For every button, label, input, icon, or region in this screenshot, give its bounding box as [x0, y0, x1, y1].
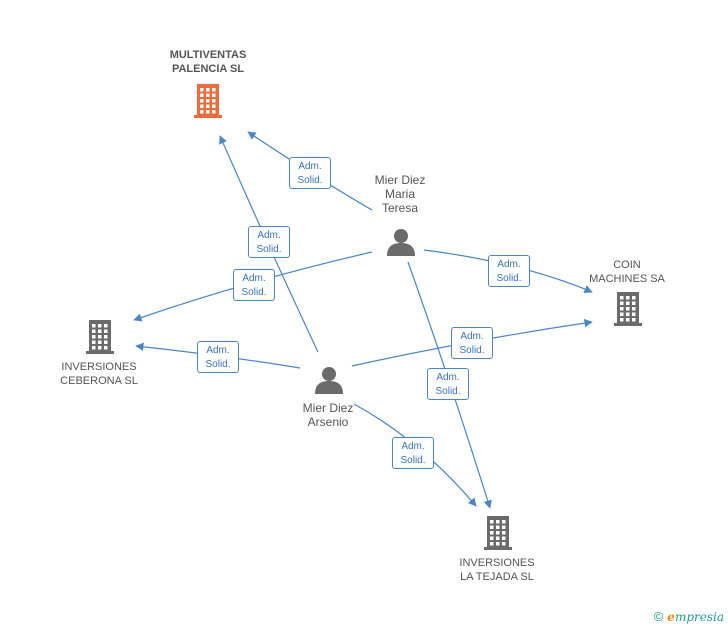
person-icon[interactable]: [315, 366, 343, 399]
edge-label[interactable]: Adm. Solid.: [233, 269, 275, 301]
edge-label[interactable]: Adm. Solid.: [488, 255, 530, 287]
building-icon[interactable]: [614, 292, 642, 331]
node-label-tejada[interactable]: INVERSIONES LA TEJADA SL: [459, 557, 535, 583]
node-label-coin[interactable]: COIN MACHINES SA: [589, 259, 665, 285]
edge-label[interactable]: Adm. Solid.: [451, 327, 493, 359]
node-label-multiventas[interactable]: MULTIVENTAS PALENCIA SL: [169, 49, 247, 75]
person-icon[interactable]: [387, 228, 415, 261]
node-label-arsenio[interactable]: Mier Diez Arsenio: [302, 401, 354, 429]
edge-label[interactable]: Adm. Solid.: [248, 226, 290, 258]
node-label-ceberona[interactable]: INVERSIONES CEBERONA SL: [60, 361, 138, 387]
footer-brand: © empresia: [654, 609, 724, 624]
building-icon[interactable]: [484, 516, 512, 555]
edge-label[interactable]: Adm. Solid.: [427, 368, 469, 400]
node-label-maria[interactable]: Mier Diez Maria Teresa: [374, 173, 426, 215]
brand-logo: empresia: [667, 609, 724, 624]
building-icon[interactable]: [194, 84, 222, 123]
copyright-symbol: ©: [653, 609, 664, 624]
edge-label[interactable]: Adm. Solid.: [392, 437, 434, 469]
edge-label[interactable]: Adm. Solid.: [197, 341, 239, 373]
edge-label[interactable]: Adm. Solid.: [289, 157, 331, 189]
building-icon[interactable]: [86, 320, 114, 359]
